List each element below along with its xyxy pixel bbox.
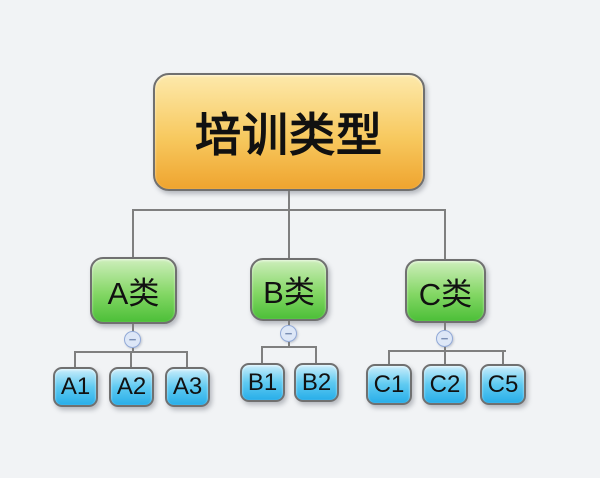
connector-drop-a1 [74,351,76,367]
connector-b-stub-top [288,321,290,326]
connector-drop-a2 [130,351,132,367]
connector-a-stub-bottom [132,348,134,353]
connector-drop-b2 [315,346,317,363]
connector-drop-b1 [261,346,263,363]
branch-node-b[interactable]: B类 [250,258,328,321]
leaf-node-c5[interactable]: C5 [480,364,526,405]
connector-b-stub-bottom [288,342,290,347]
leaf-node-a3[interactable]: A3 [165,367,210,407]
connector-c-horizontal [388,350,506,352]
connector-drop-a3 [186,351,188,367]
connector-drop-c5 [502,350,504,364]
leaf-node-c1[interactable]: C1 [366,364,412,405]
collapse-button-a[interactable]: − [124,331,141,348]
collapse-button-b[interactable]: − [280,325,297,342]
connector-drop-c [444,209,446,259]
root-node-training-type[interactable]: 培训类型 [153,73,425,191]
leaf-node-a1[interactable]: A1 [53,367,98,407]
leaf-node-b2[interactable]: B2 [294,363,339,402]
connector-b-horizontal [261,346,317,348]
leaf-node-a2[interactable]: A2 [109,367,154,407]
connector-c-stub-bottom [444,347,446,351]
connector-c-stub-top [444,323,446,331]
connector-drop-a [132,209,134,257]
connector-root-trunk [288,191,290,211]
connector-drop-b [288,209,290,258]
connector-drop-c1 [388,350,390,364]
branch-node-c[interactable]: C类 [405,259,486,323]
branch-node-a[interactable]: A类 [90,257,177,324]
leaf-node-c2[interactable]: C2 [422,364,468,405]
collapse-button-c[interactable]: − [436,330,453,347]
connector-a-stub-top [132,324,134,332]
leaf-node-b1[interactable]: B1 [240,363,285,402]
connector-drop-c2 [444,350,446,364]
